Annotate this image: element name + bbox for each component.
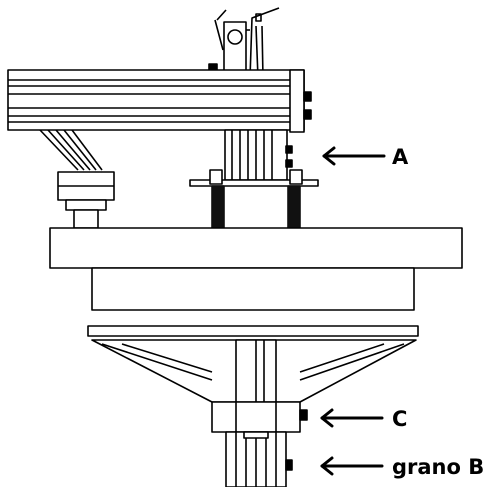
label-a: A: [392, 145, 409, 169]
upper-block-a: [189, 129, 319, 187]
arrow-c: [320, 408, 384, 428]
top-bracket: [208, 7, 280, 79]
lower-block-c: [211, 401, 308, 433]
arrow-b: [320, 456, 384, 476]
cable-bundle: [39, 129, 115, 229]
main-plate: [49, 227, 463, 311]
spring-right: [287, 169, 303, 229]
label-c: C: [392, 407, 407, 431]
horizontal-beam: [7, 69, 312, 133]
bottom-shaft: [225, 431, 293, 487]
arrow-a: [322, 146, 386, 166]
label-grano-b: grano B: [392, 455, 484, 479]
conical-base: [87, 325, 419, 403]
spring-left: [209, 169, 225, 229]
